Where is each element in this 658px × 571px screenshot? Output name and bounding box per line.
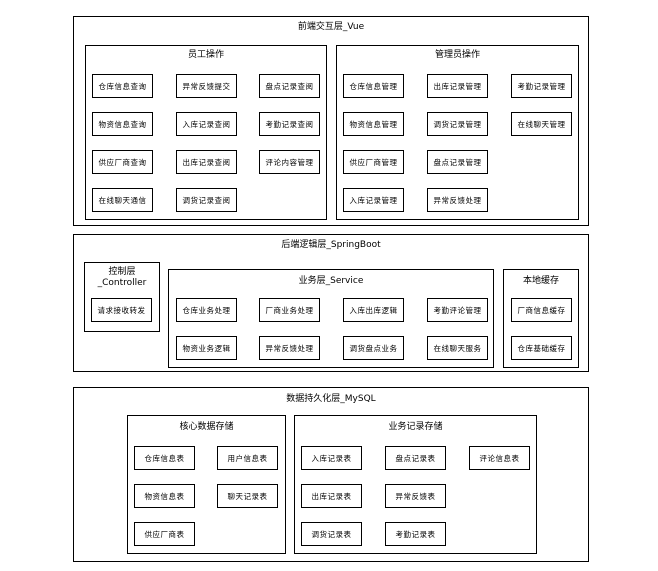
admin-item-warehouse-manage: 仓库信息管理	[343, 74, 404, 98]
cache-item-warehouse: 仓库基础缓存	[511, 336, 572, 360]
admin-item-chat-manage: 在线聊天管理	[511, 112, 572, 136]
core-item-material-table: 物资信息表	[134, 484, 195, 508]
record-item-attendance-table: 考勤记录表	[385, 522, 446, 546]
admin-item-material-manage: 物资信息管理	[343, 112, 404, 136]
service-item-transfer-check: 调货盘点业务	[343, 336, 404, 360]
employee-item-attendance-view: 考勤记录查阅	[259, 112, 320, 136]
records-storage-title: 业务记录存储	[388, 422, 443, 432]
service-title: 业务层_Service	[298, 276, 364, 286]
persistence-layer-title: 数据持久化层_MySQL	[286, 394, 376, 404]
core-item-supplier-table: 供应厂商表	[134, 522, 195, 546]
admin-item-outbound-manage: 出库记录管理	[427, 74, 488, 98]
core-storage-title: 核心数据存储	[179, 422, 234, 432]
core-item-chat-table: 聊天记录表	[217, 484, 278, 508]
employee-item-exception-submit: 异常反馈提交	[176, 74, 237, 98]
employee-item-online-chat: 在线聊天通信	[92, 188, 153, 212]
admin-item-supplier-manage: 供应厂商管理	[343, 150, 404, 174]
employee-item-transfer-view: 调货记录查阅	[176, 188, 237, 212]
employee-item-inbound-view: 入库记录查阅	[176, 112, 237, 136]
employee-item-outbound-view: 出库记录查阅	[176, 150, 237, 174]
controller-item-request-forward: 请求接收转发	[91, 298, 152, 322]
service-item-exception: 异常反馈处理	[259, 336, 320, 360]
admin-item-inventory-check-manage: 盘点记录管理	[427, 150, 488, 174]
record-item-comment-table: 评论信息表	[469, 446, 530, 470]
employee-item-material-query: 物资信息查询	[92, 112, 153, 136]
employee-item-inventory-check-view: 盘点记录查阅	[259, 74, 320, 98]
frontend-layer-title: 前端交互层_Vue	[297, 22, 365, 32]
core-item-user-table: 用户信息表	[217, 446, 278, 470]
service-item-supplier: 厂商业务处理	[259, 298, 320, 322]
core-item-warehouse-table: 仓库信息表	[134, 446, 195, 470]
record-item-inbound-table: 入库记录表	[301, 446, 362, 470]
record-item-inventory-check-table: 盘点记录表	[385, 446, 446, 470]
controller-title: 控制层 _Controller	[97, 267, 147, 288]
admin-item-inbound-manage: 入库记录管理	[343, 188, 404, 212]
employee-item-warehouse-query: 仓库信息查询	[92, 74, 153, 98]
record-item-outbound-table: 出库记录表	[301, 484, 362, 508]
record-item-exception-table: 异常反馈表	[385, 484, 446, 508]
record-item-transfer-table: 调货记录表	[301, 522, 362, 546]
employee-operations-title: 员工操作	[187, 50, 224, 60]
admin-item-attendance-manage: 考勤记录管理	[511, 74, 572, 98]
admin-operations-title: 管理员操作	[434, 50, 480, 60]
service-item-inbound-outbound: 入库出库逻辑	[343, 298, 404, 322]
employee-item-comment-manage: 评论内容管理	[259, 150, 320, 174]
service-item-attendance-comment: 考勤评论管理	[427, 298, 488, 322]
cache-item-supplier: 厂商信息缓存	[511, 298, 572, 322]
employee-item-supplier-query: 供应厂商查询	[92, 150, 153, 174]
admin-item-transfer-manage: 调货记录管理	[427, 112, 488, 136]
backend-layer-title: 后端逻辑层_SpringBoot	[281, 240, 381, 250]
local-cache-title: 本地缓存	[522, 276, 559, 286]
service-item-warehouse: 仓库业务处理	[176, 298, 237, 322]
service-item-online-chat: 在线聊天服务	[427, 336, 488, 360]
admin-item-exception-handle: 异常反馈处理	[427, 188, 488, 212]
service-item-material: 物资业务逻辑	[176, 336, 237, 360]
